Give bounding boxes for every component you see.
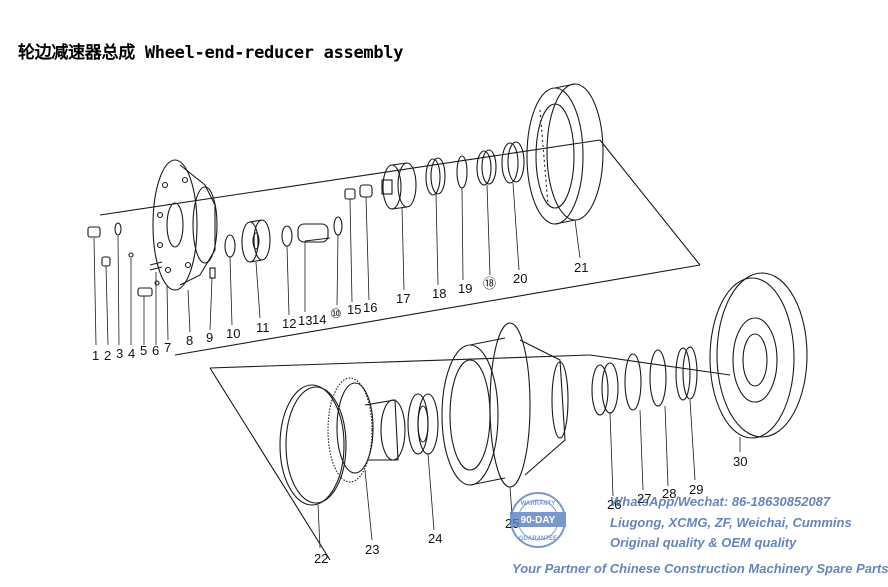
label-2: 2	[104, 348, 111, 363]
badge-bottom-text: GUARANTEE	[519, 536, 557, 542]
part-30-brake-disc	[709, 272, 808, 439]
label-27: 27	[637, 491, 651, 506]
label-8: 8	[186, 333, 193, 348]
label-24: 24	[428, 531, 442, 546]
label-6: 6	[152, 343, 159, 358]
label-10: 10	[226, 326, 240, 341]
part-17-sun-gear	[381, 162, 417, 210]
label-11: 11	[256, 320, 270, 335]
label-7: 7	[164, 340, 171, 355]
part-22-seal-ring	[279, 384, 347, 506]
watermark-brands: Liugong, XCMG, ZF, Weichai, Cummins	[610, 515, 852, 530]
label-19: 19	[458, 281, 472, 296]
part-24-bearing	[407, 393, 439, 455]
label-18: 18	[432, 286, 446, 301]
label-9: 9	[206, 330, 213, 345]
label-17: 17	[396, 291, 410, 306]
parts-18-20-rings	[425, 141, 525, 196]
badge-main-text: 90-DAY	[521, 515, 556, 526]
parts-9-16-planet-gear-set	[209, 184, 373, 279]
label-26: 26	[607, 497, 621, 512]
watermark-contact: WhatsApp/Wechat: 86-18630852087	[610, 494, 831, 509]
badge-top-text: WARRANTY	[521, 501, 556, 507]
label-circled-10: ⑩	[330, 306, 342, 321]
part-8-planet-carrier	[152, 159, 218, 291]
label-circled-18: ⑱	[483, 276, 496, 291]
label-21: 21	[574, 260, 588, 275]
parts-26-29-seals	[591, 346, 698, 416]
watermark-tagline: Your Partner of Chinese Construction Mac…	[512, 561, 888, 576]
label-23: 23	[365, 542, 379, 557]
label-22: 22	[314, 551, 328, 566]
label-12: 12	[282, 316, 296, 331]
label-28: 28	[662, 486, 676, 501]
part-23-hub-gear	[327, 377, 406, 483]
parts-1-7-fasteners	[87, 222, 163, 297]
page-title: 轮边减速器总成 Wheel-end-reducer assembly	[18, 43, 404, 63]
label-15: 15	[347, 302, 361, 317]
label-14: 14	[312, 312, 326, 327]
warranty-badge: 90-DAY WARRANTY GUARANTEE	[510, 492, 566, 548]
label-16: 16	[363, 300, 377, 315]
label-30: 30	[733, 454, 747, 469]
part-25-wheel-hub	[441, 322, 569, 488]
label-4: 4	[128, 346, 135, 361]
leader-lines	[93, 182, 741, 549]
label-5: 5	[140, 343, 147, 358]
label-1: 1	[92, 348, 99, 363]
label-13: 13	[298, 313, 312, 328]
part-number-labels: 1 2 3 4 5 6 7 8 9 10 11 12 13 14 ⑩ 15 16…	[92, 260, 747, 566]
part-21-ring-gear	[526, 83, 604, 225]
label-20: 20	[513, 271, 527, 286]
watermark-quality: Original quality & OEM quality	[610, 535, 797, 550]
label-3: 3	[116, 346, 123, 361]
label-29: 29	[689, 482, 703, 497]
